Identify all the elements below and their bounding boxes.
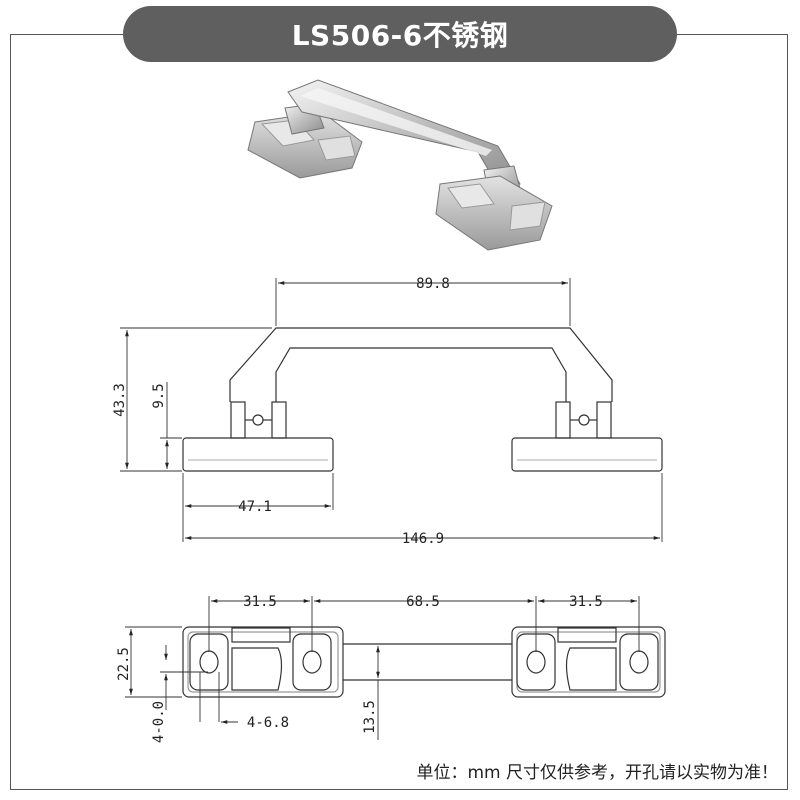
dim-9-5: 9.5	[151, 383, 167, 408]
dim-31-5-right: 31.5	[569, 594, 603, 610]
dim-89-8: 89.8	[416, 276, 450, 292]
front-view-dimensions	[120, 278, 663, 542]
dim-43-3: 43.3	[112, 383, 128, 417]
dim-13-5: 13.5	[362, 700, 378, 734]
dim-146-9: 146.9	[402, 531, 444, 547]
product-title: LS506-6不锈钢	[123, 6, 677, 62]
dim-4-6-8: 4-6.8	[247, 715, 289, 731]
footer-note: 单位：mm 尺寸仅供参考，开孔请以实物为准！	[416, 763, 778, 783]
top-view	[182, 626, 666, 698]
dim-31-5-left: 31.5	[243, 594, 277, 610]
dim-68-5: 68.5	[406, 594, 440, 610]
dim-47-1: 47.1	[238, 499, 272, 515]
top-view-dimensions	[125, 596, 640, 740]
product-photo	[247, 79, 553, 251]
front-view	[182, 327, 663, 472]
dim-4-0-0: 4-0.0	[151, 701, 167, 743]
dim-22-5: 22.5	[116, 647, 132, 681]
